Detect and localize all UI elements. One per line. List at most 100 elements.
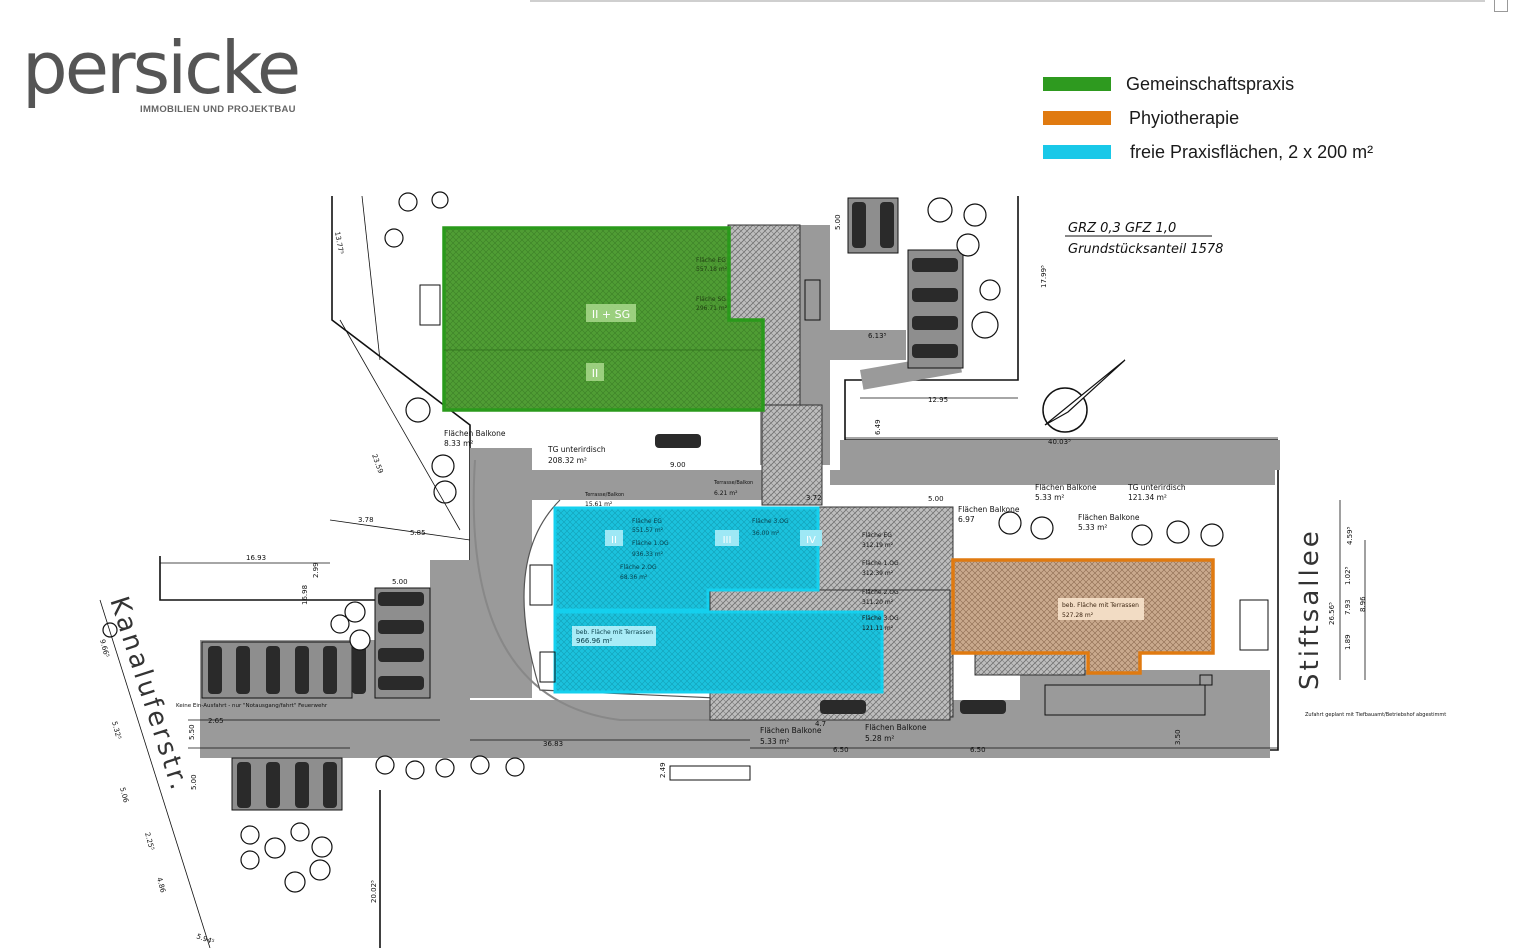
balkone-value: 5.28 m² [865, 734, 894, 743]
tg-label: TG unterirdisch [547, 445, 606, 454]
dim-value: 5.06 [118, 786, 130, 804]
legend-label: Gemeinschaftspraxis [1126, 74, 1295, 94]
tg-value: 208.32 m² [548, 456, 587, 465]
dim-value: 5.94⁵ [195, 932, 215, 946]
terrasse-label: Terrasse/Balkon [713, 480, 753, 486]
grey-building-labels: Fläche EG 312.19 m² Fläche 1.OG 312.39 m… [862, 532, 899, 632]
zoning-line-2: Grundstücksanteil 1578 [1068, 242, 1223, 257]
dim-value: 9.00 [670, 461, 686, 469]
green-area-eg: Fläche EG [696, 257, 726, 264]
cyan-text: Fläche 2.OG [620, 564, 657, 571]
legend-item-physiotherapie: Phyiotherapie [1040, 108, 1460, 128]
orange-text: beb. Fläche mit Terrassen [1062, 602, 1139, 609]
grey-text: 312.19 m² [862, 542, 894, 549]
dim-value: 5.50 [188, 724, 196, 740]
area-labels: Flächen Balkone 8.33 m² TG unterirdisch … [176, 429, 1446, 746]
dim-value: 4.59⁵ [1346, 526, 1354, 545]
balkone-label: Flächen Balkone [444, 429, 506, 438]
dim-value: 2.25⁵ [143, 831, 156, 851]
dim-value: 1.02⁵ [1344, 566, 1352, 585]
zufahrt-note: Zufahrt geplant mit Tiefbauamt/Betriebsh… [1305, 712, 1446, 718]
dim-value: 6.50 [970, 746, 986, 754]
legend-swatch-green [1043, 77, 1111, 91]
grey-text: Fläche 1.OG [862, 560, 899, 567]
dim-value: 40.03⁵ [1048, 438, 1071, 446]
dim-value: 5.85 [410, 529, 426, 537]
feuerwehr-note: Keine Ein-Ausfahrt - nur "Notausgang/fah… [176, 703, 328, 709]
balkone-value: 5.33 m² [760, 737, 789, 746]
street-name-stiftsallee: Stiftsallee [1295, 528, 1325, 690]
grey-text: Fläche 3.OG [862, 615, 899, 622]
legend-item-freie-praxisflaechen: freie Praxisflächen, 2 x 200 m² [1040, 142, 1460, 162]
parked-cars [208, 202, 1006, 808]
legend-label: Phyiotherapie [1129, 108, 1240, 128]
orange-building-physiotherapie: beb. Fläche mit Terrassen 527.28 m² [951, 558, 1215, 675]
tg-label: TG unterirdisch [1127, 483, 1186, 492]
balkone-label: Flächen Balkone [760, 726, 822, 735]
cyan-text: 551.57 m² [632, 527, 664, 534]
cyan-building-freie-praxis: II III IV Fläche EG 551.57 m² Fläche 1.O… [553, 506, 884, 694]
dim-value: 4.86 [155, 876, 167, 894]
green-label-lower: II [592, 367, 599, 380]
balkone-label: Flächen Balkone [865, 723, 927, 732]
dim-value: 36.83 [543, 740, 563, 748]
dimension-lines [99, 195, 1366, 948]
dim-value: 20.02⁵ [370, 880, 378, 903]
dim-value: 6.49 [874, 419, 882, 435]
grey-text: 121.11 m² [862, 625, 894, 632]
dim-value: 5.00 [392, 578, 408, 586]
dim-value: 17.99⁵ [1040, 265, 1048, 288]
street-name-kanaluferstr: Kanaluferstr. [103, 593, 195, 796]
grey-text: 311.20 m² [862, 599, 894, 606]
cyan-label-a: II [611, 535, 617, 546]
logo-wordmark: persicke [22, 26, 301, 110]
balkone-label: Flächen Balkone [1035, 483, 1097, 492]
balkone-value: 6.97 [958, 515, 975, 524]
access-road-curve [472, 459, 760, 721]
dim-value: 9.66⁵ [98, 638, 111, 658]
terrasse-label: Terrasse/Balkon [584, 492, 624, 498]
balkone-label: Flächen Balkone [958, 505, 1020, 514]
dim-value: 2.65 [208, 717, 224, 725]
dim-value: 3.78 [358, 516, 374, 524]
cyan-lower-text: beb. Fläche mit Terrassen [576, 629, 653, 636]
dim-value: 13.77⁵ [333, 231, 345, 255]
green-label-upper: II + SG [592, 308, 630, 321]
cyan-text: Fläche EG [632, 518, 662, 525]
terrasse-value: 6.21 m² [714, 490, 738, 497]
dim-value: 5.00 [928, 495, 944, 503]
cyan-text: 36.00 m² [752, 530, 780, 537]
grey-text: 312.39 m² [862, 570, 894, 577]
green-area-eg-val: 557.18 m² [696, 266, 728, 273]
grey-text: Fläche EG [862, 532, 892, 539]
company-logo: persicke IMMOBILIEN UND PROJEKTBAU [22, 28, 322, 123]
dim-value: 8.96 [1359, 596, 1367, 612]
dim-value: 5.00 [190, 774, 198, 790]
legend-item-gemeinschaftspraxis: Gemeinschaftspraxis [1040, 74, 1460, 94]
cyan-label-c: IV [806, 535, 816, 546]
dim-value: 2.49 [659, 762, 667, 778]
legend-swatch-cyan [1043, 145, 1111, 159]
cyan-text: 68.36 m² [620, 574, 648, 581]
dim-value: 2.99 [312, 562, 320, 578]
cyan-text: Fläche 3.OG [752, 518, 789, 525]
dim-value: 6.50 [833, 746, 849, 754]
dim-value: 3.72 [806, 494, 822, 502]
dim-value: 16.98 [301, 585, 309, 605]
tg-value: 121.34 m² [1128, 493, 1167, 502]
balkone-value: 8.33 m² [444, 439, 473, 448]
terrasse-value: 15.61 m² [585, 501, 613, 508]
trees [102, 191, 1224, 893]
legend-swatch-orange [1043, 111, 1111, 125]
cyan-label-b: III [723, 535, 732, 546]
zoning-line-1: GRZ 0,3 GFZ 1,0 [1068, 221, 1176, 236]
dim-value: 3.50 [1174, 729, 1182, 745]
cyan-lower-text: 966.96 m² [576, 637, 613, 645]
balkone-value: 5.33 m² [1078, 523, 1107, 532]
dim-value: 7.93 [1344, 599, 1352, 615]
dim-value: 16.93 [246, 554, 266, 562]
cyan-text: Fläche 1.OG [632, 540, 669, 547]
balkone-value: 5.33 m² [1035, 493, 1064, 502]
dim-value: 1.89 [1344, 634, 1352, 650]
